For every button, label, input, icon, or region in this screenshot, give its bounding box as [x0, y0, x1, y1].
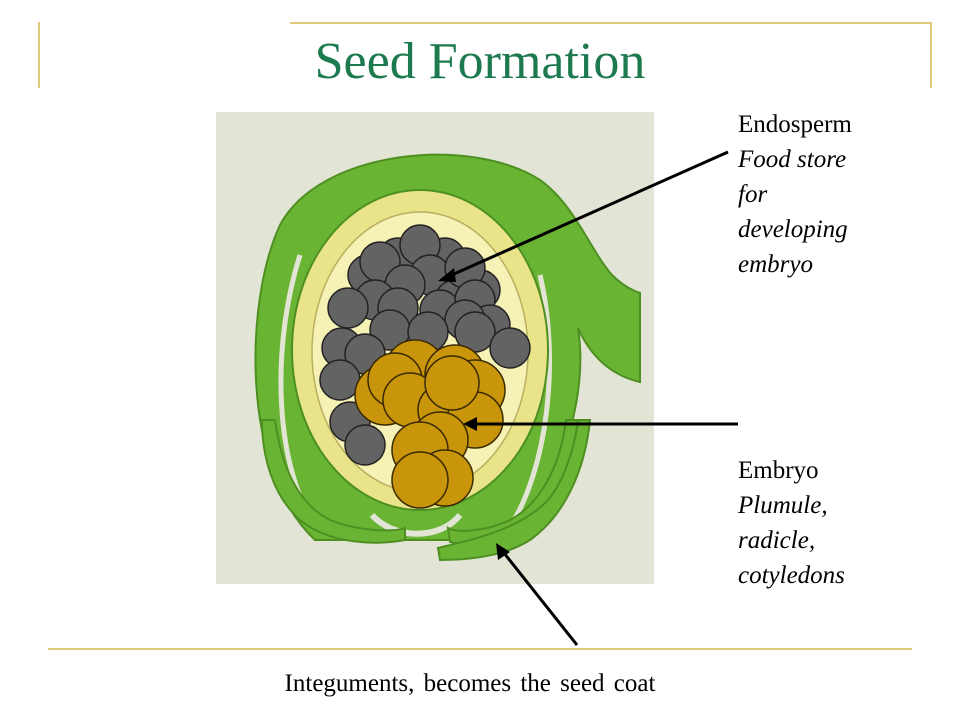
frame-left-top-vertical — [38, 22, 40, 88]
endosperm-cell — [327, 287, 369, 329]
slide-title: Seed Formation — [314, 33, 646, 90]
frame-bottom-horizontal — [48, 648, 912, 650]
endosperm-desc-line: for — [738, 181, 768, 208]
embryo-cells — [354, 339, 506, 509]
micropyle-opening — [369, 512, 463, 537]
embryo-cell — [424, 355, 480, 411]
endosperm-name: Endosperm — [738, 111, 852, 138]
integuments-label: Integuments, becomes the seed coat — [284, 670, 656, 697]
endosperm-label: Endosperm Food store for developing embr… — [738, 107, 938, 282]
embryo-desc-line: Plumule, — [738, 492, 828, 519]
pointer-arrows — [438, 150, 738, 646]
integument-flap-left — [260, 419, 406, 544]
embryo-label: Embryo Plumule, radicle, cotyledons — [738, 453, 938, 593]
endosperm-cell — [344, 424, 386, 466]
embryo-cell — [391, 451, 449, 509]
endosperm-desc-line: embryo — [738, 251, 813, 278]
integument-gap-right — [505, 274, 552, 532]
frame-right-top-vertical — [930, 22, 932, 88]
endosperm-cell — [319, 359, 361, 401]
embryo-arrowhead — [463, 417, 477, 431]
integument-pointer-line — [498, 547, 579, 646]
embryo-desc-line: cotyledons — [738, 562, 845, 589]
endosperm-desc-line: developing — [738, 216, 848, 243]
embryo-desc-line: radicle, — [738, 527, 816, 554]
endosperm-cells — [319, 224, 531, 466]
frame-top-right-horizontal — [290, 22, 930, 24]
endosperm-cell — [489, 327, 531, 369]
endosperm-pointer-line — [444, 150, 729, 280]
integument-arrowhead — [496, 543, 510, 560]
endosperm-desc-line: Food store — [738, 146, 847, 173]
endosperm-arrowhead — [438, 268, 456, 282]
embryo-name: Embryo — [738, 457, 819, 484]
